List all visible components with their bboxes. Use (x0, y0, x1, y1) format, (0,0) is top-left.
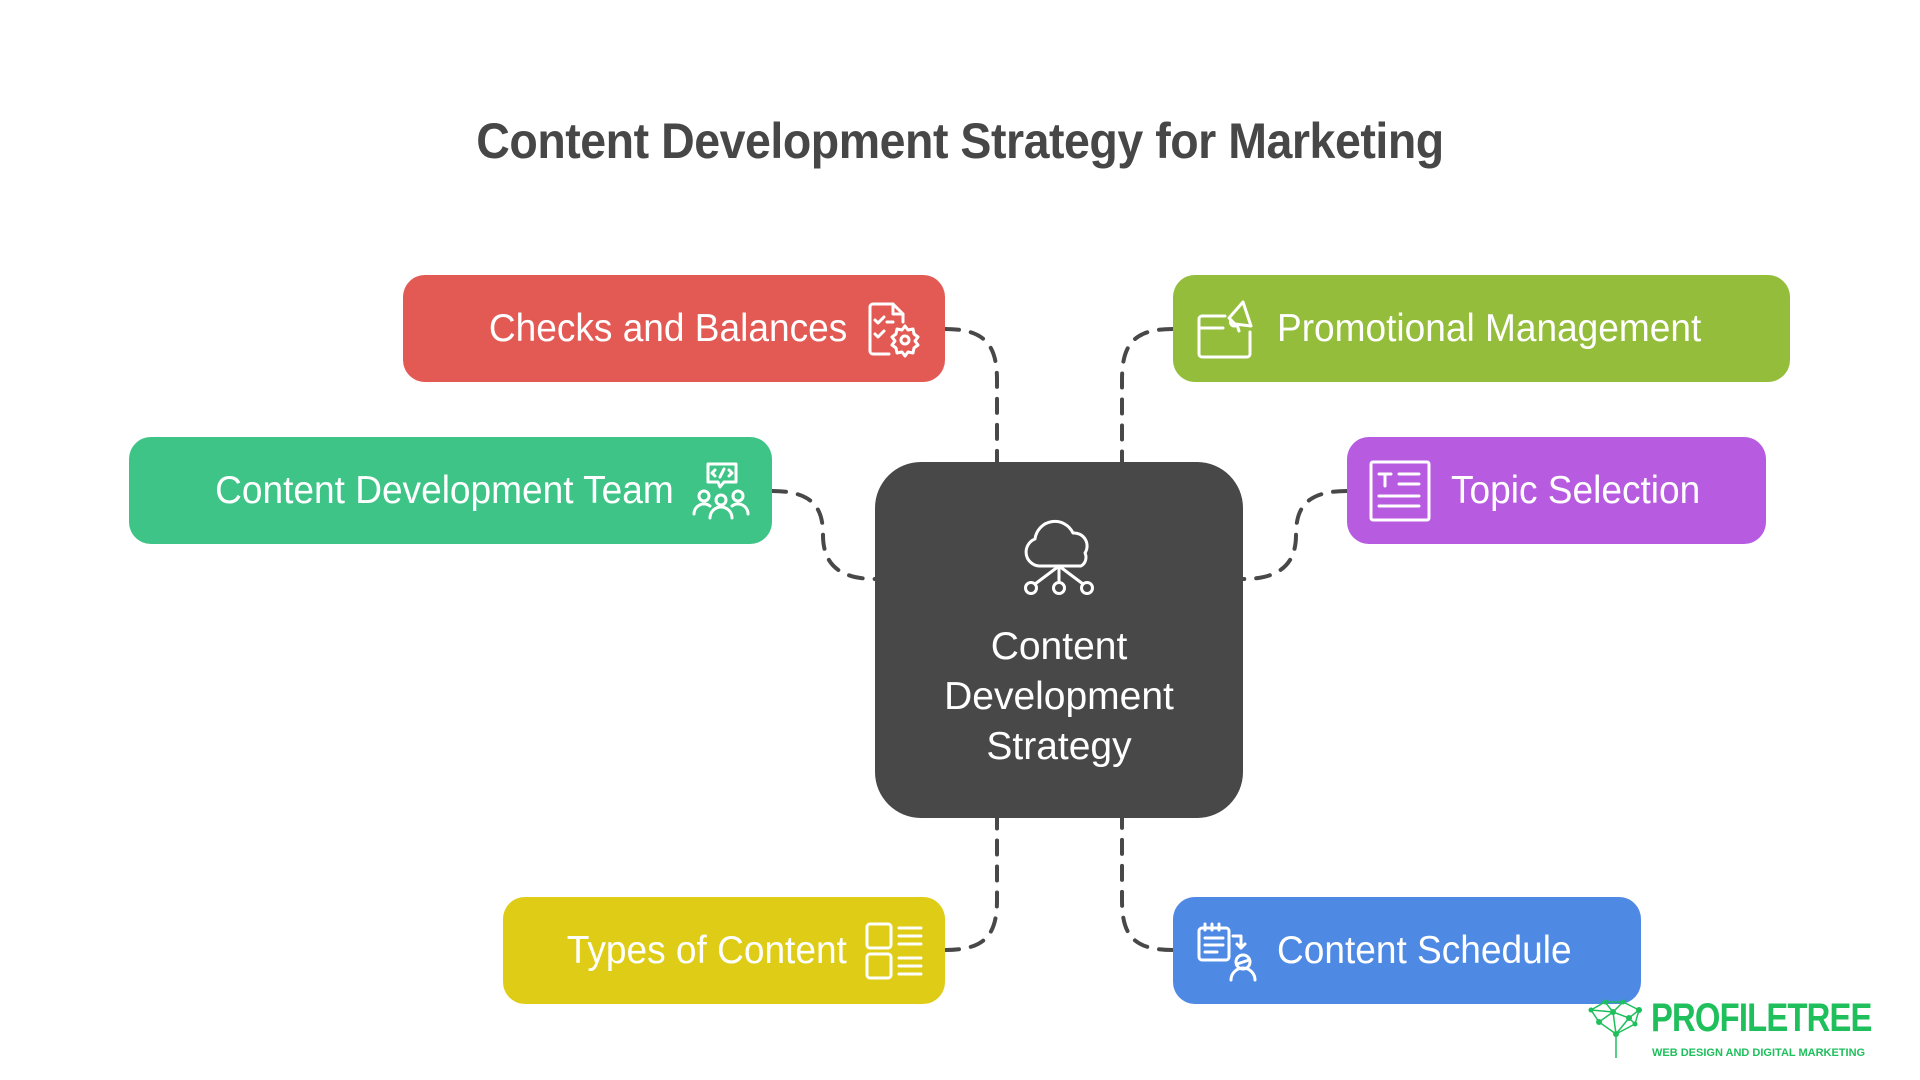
list-layout-icon (863, 920, 925, 982)
connector-checks (943, 327, 999, 464)
center-label-line: Strategy (986, 725, 1132, 768)
tree-network-icon (1588, 999, 1642, 1058)
center-label-line: Development (944, 675, 1174, 718)
node-label: Checks and Balances (488, 306, 847, 350)
center-label-line: Content (990, 625, 1128, 668)
schedule-person-icon (1195, 920, 1257, 982)
team-code-icon (690, 460, 752, 522)
connector-team (770, 489, 877, 581)
profiletree-logo: PROFILETREE WEB DESIGN AND DIGITAL MARKE… (1585, 998, 1885, 1060)
node-label: Promotional Management (1277, 306, 1702, 350)
megaphone-window-icon (1195, 298, 1257, 360)
text-document-icon (1369, 460, 1431, 522)
connector-topic (1241, 489, 1349, 581)
center-label: Content Development Strategy (944, 622, 1174, 772)
cloud-network-icon (1011, 512, 1107, 608)
connector-promo (1120, 327, 1175, 464)
checklist-gear-icon (863, 298, 925, 360)
logo-tagline: WEB DESIGN AND DIGITAL MARKETING (1652, 1047, 1866, 1059)
node-types-of-content: Types of Content (503, 897, 945, 1004)
diagram-title: Content Development Strategy for Marketi… (476, 113, 1444, 169)
center-node: Content Development Strategy (875, 462, 1243, 818)
logo-brand: PROFILETREE (1651, 996, 1872, 1040)
node-label: Topic Selection (1451, 468, 1701, 512)
node-topic-selection: Topic Selection (1347, 437, 1766, 544)
connector-schedule (1120, 816, 1175, 952)
node-content-development-team: Content Development Team (129, 437, 772, 544)
node-content-schedule: Content Schedule (1173, 897, 1641, 1004)
node-label: Content Schedule (1277, 928, 1572, 972)
node-checks-and-balances: Checks and Balances (403, 275, 945, 382)
connector-types (943, 816, 999, 952)
node-label: Types of Content (566, 928, 847, 972)
node-label: Content Development Team (215, 468, 674, 512)
node-promotional-management: Promotional Management (1173, 275, 1790, 382)
